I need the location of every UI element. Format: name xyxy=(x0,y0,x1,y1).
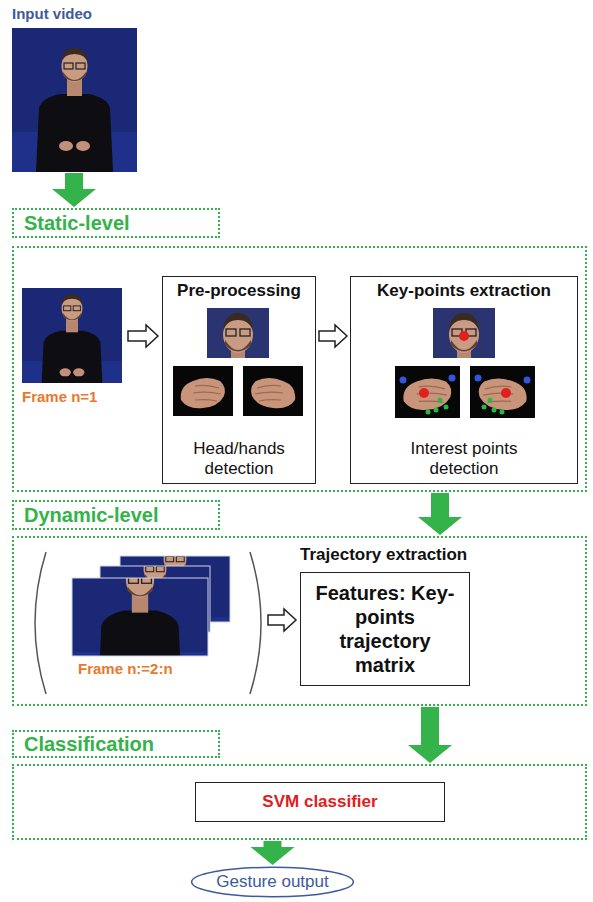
frame-photo xyxy=(22,278,122,393)
key-point-crops xyxy=(501,388,511,398)
key-point-crops xyxy=(492,408,497,413)
frame-photo xyxy=(22,278,122,393)
key-point-crops xyxy=(470,366,535,418)
key-point-crops xyxy=(524,377,531,384)
hollow-arrow xyxy=(128,325,158,347)
head-hands-crops xyxy=(207,308,269,358)
input-photo xyxy=(12,28,137,172)
section-title: Classification xyxy=(24,733,154,756)
classifier-label: SVM classifier xyxy=(262,792,377,812)
panel-node: Pre-processingHead/hands detection xyxy=(162,276,316,484)
feature-node: Trajectory extractionFeatures: Key-point… xyxy=(300,544,516,686)
flow-arrow xyxy=(251,841,295,865)
panel-caption: Interest points detection xyxy=(379,439,549,479)
flow-arrow xyxy=(408,707,452,763)
panel-caption: Head/hands detection xyxy=(169,439,309,479)
head-hands-crops xyxy=(173,366,233,416)
frame-stack xyxy=(35,552,46,694)
frame-stack xyxy=(72,539,208,696)
hollow-arrow xyxy=(319,325,347,347)
ellipse-node: Gesture output xyxy=(190,866,355,898)
key-point-crops xyxy=(426,410,431,415)
region-node: Static-levelPre-processingHead/hands det… xyxy=(12,208,587,492)
key-point-crops xyxy=(488,398,493,403)
key-point-crops xyxy=(444,405,449,410)
section-title: Static-level xyxy=(24,212,130,235)
panel-node: Key-points extractionInterest points det… xyxy=(350,276,578,484)
region-node: ClassificationSVM classifier xyxy=(12,730,587,840)
ellipse-shape xyxy=(192,867,354,896)
key-point-crops xyxy=(395,308,535,418)
output-label: Gesture output xyxy=(216,872,328,892)
section-tab: Static-level xyxy=(12,208,220,238)
key-point-crops xyxy=(434,408,439,413)
frame-label: Frame n=1 xyxy=(22,388,97,405)
frame-stack xyxy=(250,552,261,694)
key-point-crops xyxy=(459,331,469,341)
box-node: SVM classifier xyxy=(195,782,445,822)
key-point-crops xyxy=(449,375,456,382)
plain-node: Input video xyxy=(12,4,137,172)
flow-arrow xyxy=(418,493,462,535)
hollow-arrow xyxy=(268,609,296,631)
key-point-crops xyxy=(482,405,487,410)
feature-box: Features: Key-points trajectory matrix xyxy=(300,572,470,686)
block-heading: Trajectory extraction xyxy=(300,544,516,566)
input-photo xyxy=(12,28,137,172)
head-hands-crops xyxy=(173,308,303,416)
frame-stack xyxy=(35,526,261,696)
key-point-crops xyxy=(419,388,429,398)
section-title: Dynamic-level xyxy=(24,504,159,527)
photo-caption: Input video xyxy=(12,4,137,24)
section-tab: Dynamic-level xyxy=(12,500,220,530)
key-point-crops xyxy=(400,377,407,384)
panel-heading: Key-points extraction xyxy=(377,281,551,301)
frame-stack xyxy=(72,578,208,656)
key-point-crops xyxy=(433,308,495,358)
panel-heading: Pre-processing xyxy=(177,281,301,301)
section-tab: Classification xyxy=(12,730,220,758)
flow-arrow xyxy=(52,173,96,207)
head-hands-crops xyxy=(243,366,303,416)
key-point-crops xyxy=(395,366,460,418)
frame-label: Frame n:=2:n xyxy=(78,660,173,677)
key-point-crops xyxy=(500,410,505,415)
key-point-crops xyxy=(475,375,482,382)
key-point-crops xyxy=(438,398,443,403)
